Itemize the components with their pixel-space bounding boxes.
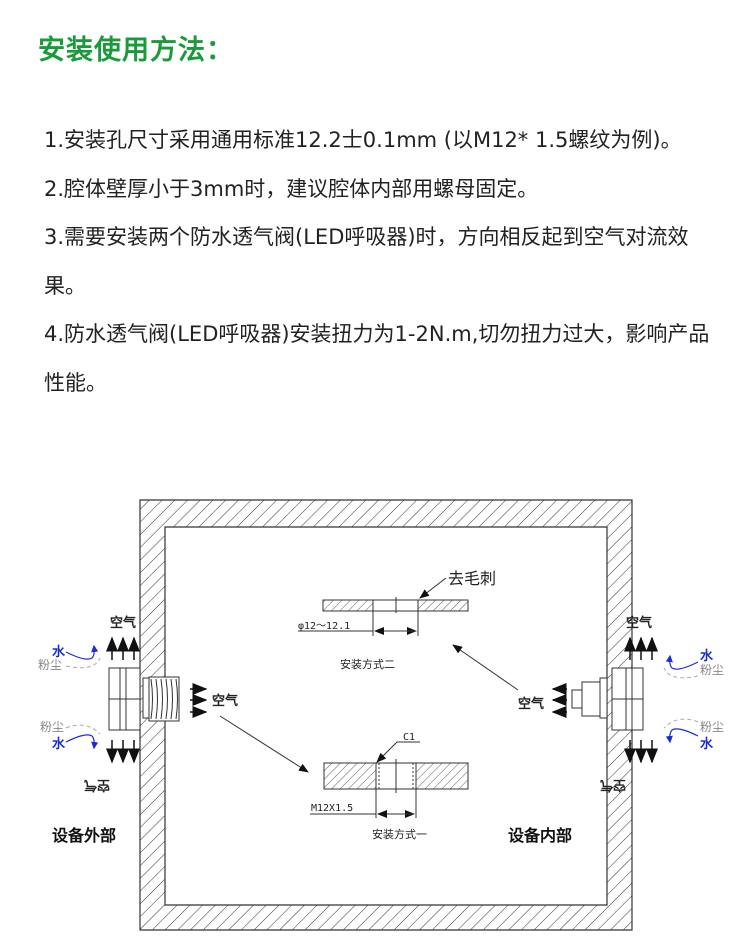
pointer-arrow [452, 644, 519, 691]
air-label: 空气 [212, 693, 238, 709]
instruction-step: 1.安装孔尺寸采用通用标准12.2士0.1mm (以M12* 1.5螺纹为例)。 [44, 128, 682, 152]
air-label: 空气 [626, 615, 652, 631]
air-label: 空气 [600, 777, 626, 793]
dust-label: 粉尘 [40, 720, 64, 734]
water-label: 水 [700, 648, 714, 664]
left-vent-valve [108, 667, 180, 731]
dust-label: 粉尘 [700, 663, 724, 677]
deburr-label: 去毛刺 [448, 569, 496, 588]
method-two-drawing [298, 577, 469, 636]
dust-label: 粉尘 [38, 658, 62, 672]
right-vent-valve [571, 667, 644, 731]
air-label: 空气 [518, 696, 544, 712]
hole-dimension-label: φ12～12.1 [298, 621, 350, 632]
instruction-step: 3.需要安装两个防水透气阀(LED呼吸器)时，方向相反起到空气对流效果。 [44, 225, 689, 298]
water-label: 水 [52, 736, 66, 752]
method-one-label: 安装方式一 [372, 827, 427, 841]
water-label: 水 [700, 736, 714, 752]
air-arrows-left [106, 636, 208, 764]
outside-label: 设备外部 [52, 826, 116, 845]
pointer-arrow [219, 715, 309, 773]
thread-dimension-label: M12X1.5 [311, 803, 353, 814]
instruction-step: 2.腔体壁厚小于3mm时，建议腔体内部用螺母固定。 [44, 176, 539, 201]
chamfer-label: C1 [403, 732, 415, 743]
enclosure-wall [139, 499, 633, 931]
instruction-step: 4.防水透气阀(LED呼吸器)安装扭力为1-2N.m,切勿扭力过大，影响产品性能… [44, 322, 710, 395]
water-label: 水 [52, 644, 66, 660]
page-title: 安装使用方法： [38, 35, 234, 66]
method-two-label: 安装方式二 [340, 657, 395, 671]
air-label: 空气 [84, 777, 110, 793]
method-one-drawing [310, 741, 469, 818]
water-dust-flows [65, 644, 699, 750]
dust-label: 粉尘 [700, 720, 724, 734]
air-label: 空气 [110, 615, 136, 631]
inside-label: 设备内部 [508, 826, 572, 845]
instruction-list: 1.安装孔尺寸采用通用标准12.2士0.1mm (以M12* 1.5螺纹为例)。… [44, 116, 724, 407]
air-arrows-right [551, 636, 658, 764]
